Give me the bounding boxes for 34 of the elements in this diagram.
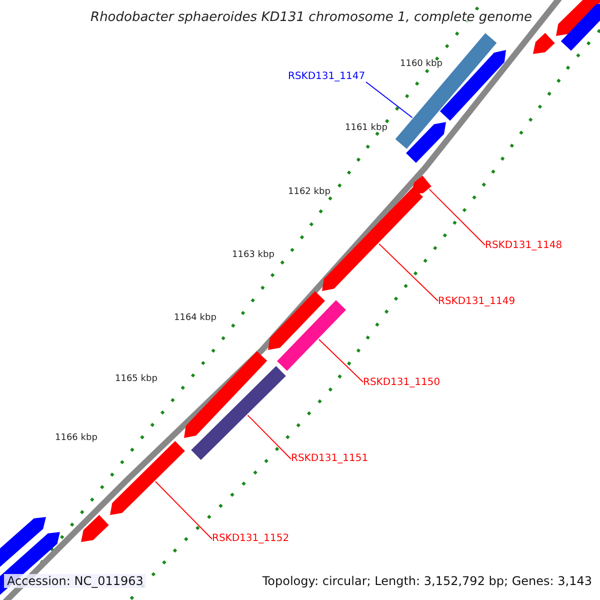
scale-label: 1164 kbp bbox=[174, 313, 216, 323]
gene-bar bbox=[277, 300, 346, 371]
gene-feature bbox=[184, 351, 268, 438]
gene-label: RSKD131_1149 bbox=[438, 296, 516, 307]
leader-line bbox=[154, 481, 212, 540]
gene-label: RSKD131_1148 bbox=[485, 240, 562, 251]
gene-label: RSKD131_1147 bbox=[288, 71, 366, 82]
gene-label: RSKD131_1150 bbox=[363, 377, 440, 388]
gene-feature bbox=[533, 32, 555, 54]
leader-line bbox=[428, 188, 486, 246]
gene-label: RSKD131_1152 bbox=[212, 533, 290, 544]
leader-line bbox=[247, 414, 292, 460]
gene-feature bbox=[81, 514, 109, 542]
accession-text: Accession: NC_011963 bbox=[4, 574, 146, 588]
leader-line bbox=[318, 338, 364, 382]
scale-label: 1165 kbp bbox=[115, 374, 158, 384]
gene-label: RSKD131_1151 bbox=[291, 453, 368, 464]
title: Rhodobacter sphaeroides KD131 chromosome 1, complete genome bbox=[90, 10, 532, 25]
gene-feature bbox=[556, 0, 600, 36]
leader-line bbox=[378, 243, 438, 302]
scale-label: 1161 kbp bbox=[345, 123, 388, 133]
scale-label: 1166 kbp bbox=[55, 433, 98, 443]
gene-feature bbox=[560, 2, 600, 51]
gene-feature bbox=[0, 517, 46, 568]
scale-label: 1162 kbp bbox=[288, 187, 330, 197]
genome-info-text: Topology: circular; Length: 3,152,792 bp; Genes: 3,143 bbox=[262, 574, 592, 588]
scale-label: 1160 kbp bbox=[400, 59, 442, 69]
gene-feature bbox=[406, 122, 446, 163]
scale-label: 1163 kbp bbox=[232, 250, 274, 260]
leader-line bbox=[366, 82, 413, 118]
gene-bar bbox=[191, 366, 286, 460]
gene-bar bbox=[395, 33, 497, 149]
gene-feature bbox=[110, 441, 185, 515]
gene-feature bbox=[268, 291, 325, 350]
